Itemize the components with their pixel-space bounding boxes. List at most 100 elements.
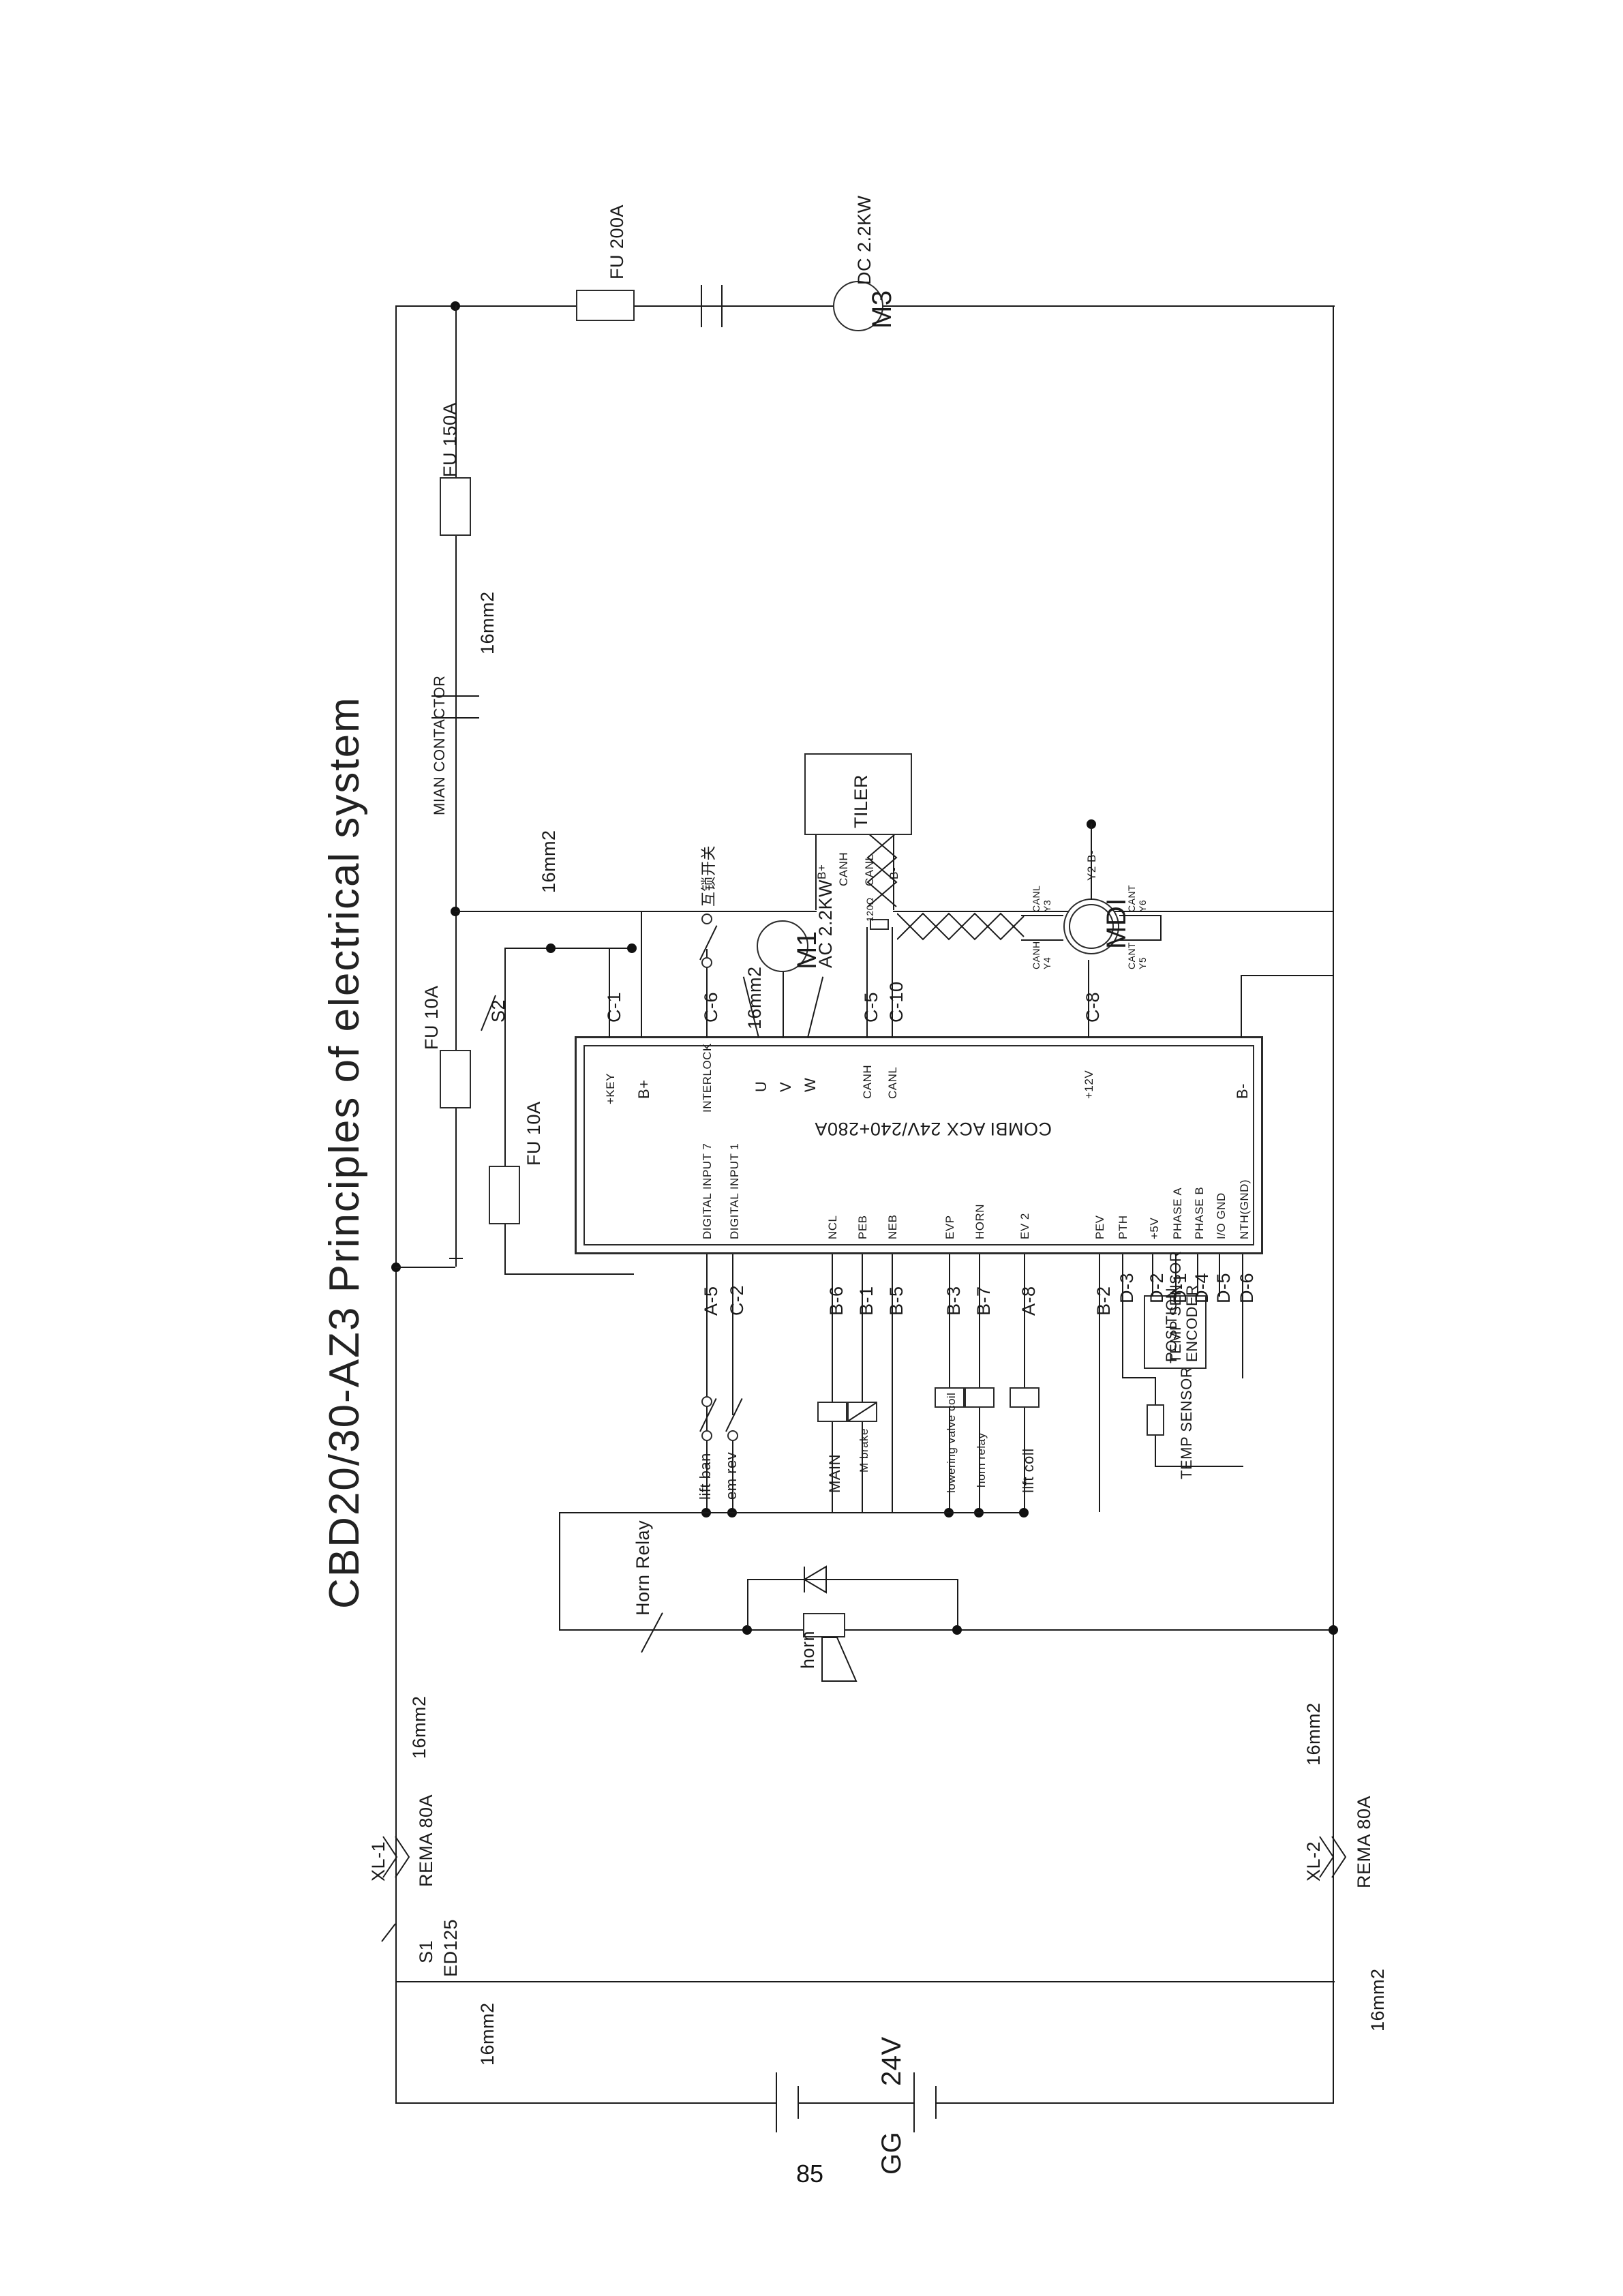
wire-gauge-d: 16mm2 xyxy=(409,1695,429,1759)
lead-w xyxy=(807,976,824,1038)
tiller-bplus-lead xyxy=(815,835,817,910)
fuse-10a-2-symbol xyxy=(489,1166,520,1224)
switch-s1-icon[interactable] xyxy=(379,1921,406,1959)
left-power-bus xyxy=(395,305,397,1982)
pin-pev: PEV xyxy=(1093,1215,1106,1239)
s2-bottom-wire xyxy=(504,1273,634,1275)
s2-branch-wire xyxy=(504,948,506,1275)
device-m-brake: M brake xyxy=(858,1428,870,1472)
pin-bplus: B+ xyxy=(635,1079,652,1099)
lead-phase-a xyxy=(1175,1254,1177,1297)
right-bus-to-battery xyxy=(1333,1981,1334,2104)
mdi-pin-y6: Y6 xyxy=(1137,899,1148,912)
pin-io-gnd: I/O GND xyxy=(1215,1192,1228,1239)
right-power-bus xyxy=(1333,305,1334,1982)
lead-pth xyxy=(1122,1254,1123,1378)
mdi-pin-y2: Y2 B- xyxy=(1085,849,1098,881)
battery-voltage-label: 24V xyxy=(877,2036,907,2086)
lead-ev2 xyxy=(1024,1254,1025,1512)
device-lift-coil: lift coil xyxy=(1020,1448,1037,1493)
lead-canh xyxy=(866,927,868,1038)
bottom-power-rail xyxy=(395,1981,1335,1982)
battery-rail-left xyxy=(395,2102,777,2104)
wire-b6: B-6 xyxy=(826,1286,847,1316)
tiller-label: TILER xyxy=(851,774,871,828)
connector-xl2-icon xyxy=(1319,1836,1347,1878)
controller-name: COMBI ACX 24V/240+280A xyxy=(815,1119,1052,1139)
horn-relay-label: Horn Relay xyxy=(633,1520,653,1616)
wire-d5: D-5 xyxy=(1213,1272,1234,1303)
mdi-pin-y5: Y5 xyxy=(1137,956,1148,969)
wire-d3: D-3 xyxy=(1117,1272,1137,1303)
tiller-pin-bminus: B- xyxy=(888,867,901,879)
coil-common-rail xyxy=(559,1512,1020,1513)
pin-evp: EVP xyxy=(943,1215,956,1239)
wire-gauge-c: 16mm2 xyxy=(744,966,765,1029)
mdi-pin-y3: Y3 xyxy=(1042,899,1052,912)
wire-gauge-b: 16mm2 xyxy=(539,830,559,893)
device-lift-ban: lift ban xyxy=(697,1453,714,1500)
pin-v: V xyxy=(777,1081,794,1092)
lead-ncl xyxy=(832,1254,833,1512)
wire-d2: D-2 xyxy=(1147,1272,1167,1303)
device-temp-sensor: TEMP SENSOR xyxy=(1178,1366,1195,1479)
diode-branch-top xyxy=(747,1579,957,1580)
connector-xl1-rating: REMA 80A xyxy=(416,1794,436,1887)
device-lowering-valve-coil: lowering valve coil xyxy=(945,1392,958,1493)
lead-pev xyxy=(1099,1254,1100,1512)
motor-m3-symbol xyxy=(833,281,883,331)
wire-gauge-f: 16mm2 xyxy=(1303,1702,1324,1766)
wire-d6: D-6 xyxy=(1237,1272,1257,1303)
wire-gauge-a: 16mm2 xyxy=(477,591,498,654)
lead-canl xyxy=(892,927,893,1038)
position-encoder-symbol xyxy=(1144,1295,1207,1369)
interlock-contact-upper xyxy=(701,913,712,924)
pin-phase-b: PHASE B xyxy=(1193,1186,1206,1239)
pin-w: W xyxy=(802,1077,819,1092)
mdi-cant-y6-lead xyxy=(1119,915,1162,916)
connector-xl2-rating: REMA 80A xyxy=(1354,1795,1374,1888)
pin-digital-input-1: DIGITAL INPUT 1 xyxy=(728,1143,741,1239)
switch-s2-label: S2 xyxy=(488,999,509,1023)
left-bus-branch xyxy=(395,1267,455,1268)
mdi-label-cant-y6: CANT xyxy=(1126,884,1137,912)
connector-xl2-label: XL-2 xyxy=(1303,1841,1324,1882)
tiller-pin-canl: CANL xyxy=(863,854,876,886)
connector-xl1-label: XL-1 xyxy=(368,1841,389,1882)
pin-interlock: INTERLOCK xyxy=(701,1043,714,1113)
motor-m1-symbol xyxy=(757,920,808,972)
break-sym-a xyxy=(701,285,702,327)
interlock-switch-blade[interactable] xyxy=(699,925,718,961)
pin-key: +KEY xyxy=(604,1073,617,1104)
pin-peb: PEB xyxy=(856,1215,869,1239)
horn-relay-contact-blade[interactable] xyxy=(641,1612,663,1653)
switch-s1-label: S1 xyxy=(416,1939,436,1963)
controller-inner-frame xyxy=(583,1045,1254,1245)
device-main-coil: MAIN xyxy=(826,1454,843,1493)
contactor-plate-b xyxy=(431,717,479,719)
main-contactor-label: MIAN CONTACTOR xyxy=(431,675,448,815)
pin-neb: NEB xyxy=(886,1214,899,1239)
fuse-200a-label: FU 200A xyxy=(607,204,627,280)
fuse-10a-1-label: FU 10A xyxy=(421,985,442,1050)
lead-peb xyxy=(862,1254,863,1512)
diode-branch-left xyxy=(747,1579,748,1629)
pin-digital-input-7: DIGITAL INPUT 7 xyxy=(701,1143,714,1239)
motor-m1-rating: AC 2.2KW xyxy=(815,879,836,968)
lead-12v xyxy=(1088,960,1089,1038)
wire-gauge-g: 16mm2 xyxy=(1367,1968,1388,2031)
lead-nth-gnd xyxy=(1242,1254,1243,1378)
fuse-200a-symbol xyxy=(576,290,635,321)
mdi-y2-lead xyxy=(1091,824,1092,900)
emrev-switch-blade[interactable] xyxy=(725,1398,743,1432)
junction-lift-coil xyxy=(1019,1508,1029,1517)
tiller-pin-bplus: B+ xyxy=(815,864,828,879)
lift-coil-symbol xyxy=(1010,1387,1040,1408)
fuse-10a-1-symbol xyxy=(440,1050,471,1108)
mdi-pin-y4: Y4 xyxy=(1042,956,1052,969)
pin-12v: +12V xyxy=(1082,1070,1095,1099)
lead-di7 xyxy=(706,1254,708,1512)
junction-horn-to-bus xyxy=(1329,1625,1338,1635)
horn-circuit-rail xyxy=(559,1629,1333,1631)
